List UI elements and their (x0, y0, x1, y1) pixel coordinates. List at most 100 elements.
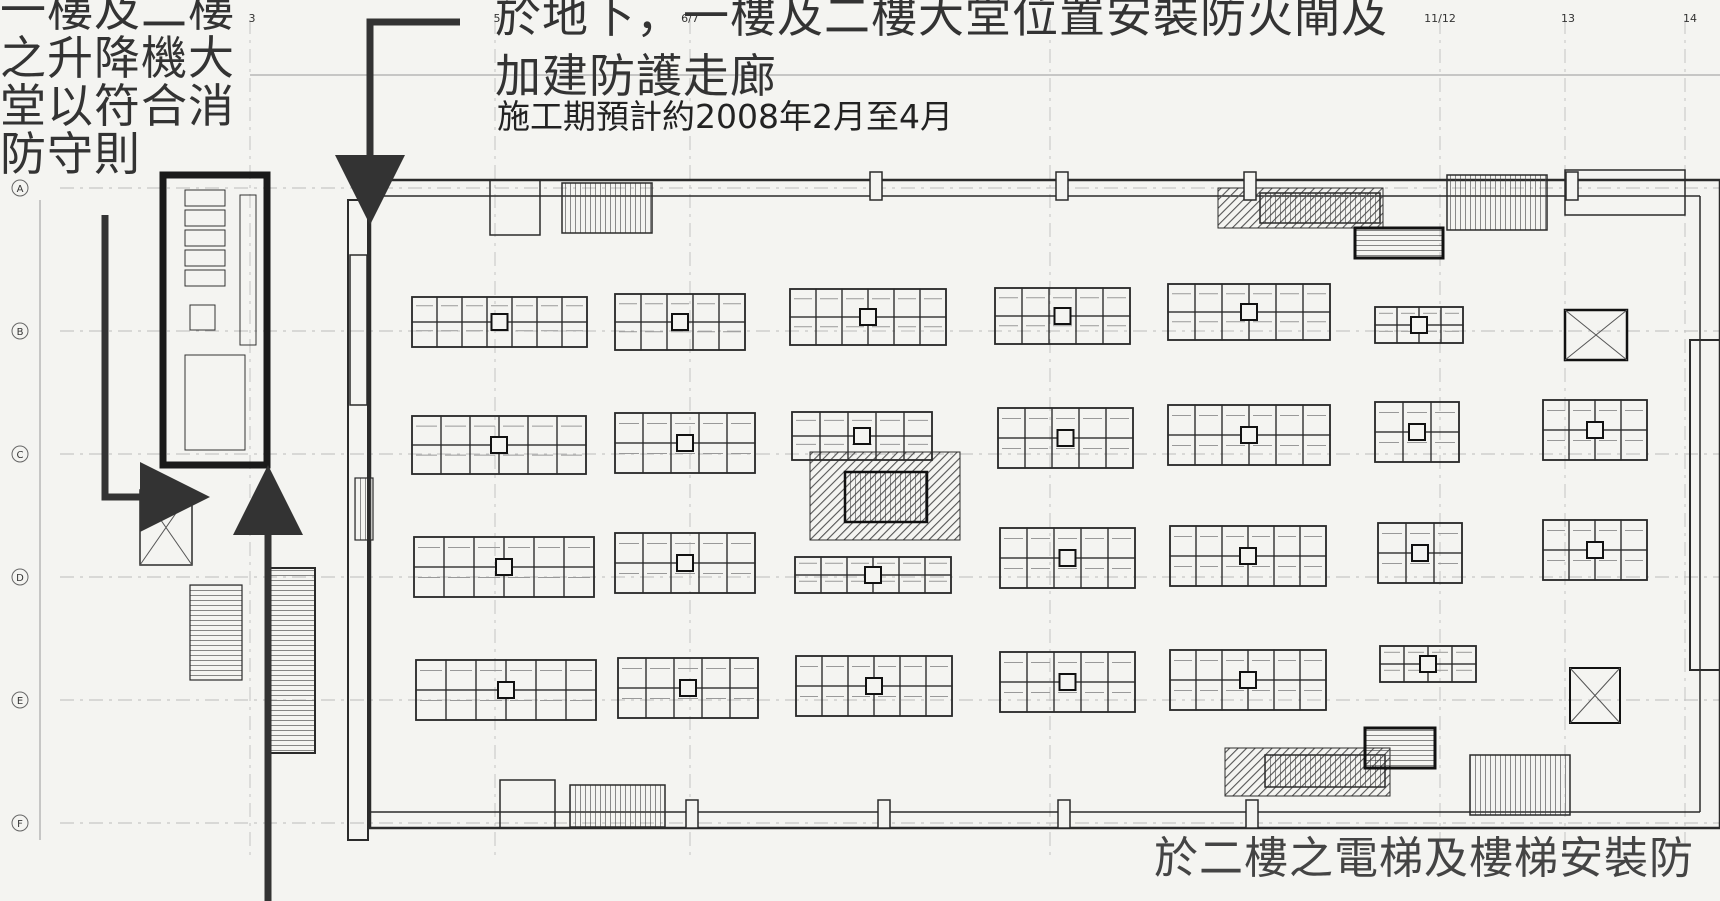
stall-unit (527, 444, 558, 475)
stall-unit (535, 659, 567, 691)
stall-pillar (1586, 541, 1604, 559)
lift-cross (1564, 309, 1628, 361)
stall-block (1542, 399, 1648, 461)
stall-unit (925, 655, 953, 687)
stall-unit (413, 536, 445, 568)
stall-unit (1024, 407, 1053, 439)
column (1245, 799, 1259, 829)
stall-unit (1374, 401, 1404, 433)
stall-unit (1194, 311, 1223, 341)
stall-unit (898, 556, 926, 576)
toilet-room (184, 354, 246, 451)
stall-unit (1167, 434, 1196, 466)
stall-unit (819, 411, 849, 437)
stall-unit (1169, 679, 1197, 711)
stall-unit (997, 437, 1026, 469)
stall-unit (820, 556, 848, 576)
stall-unit (692, 293, 720, 323)
stall-unit (1440, 324, 1464, 344)
stall-unit (556, 415, 587, 446)
stall-pillar (497, 681, 515, 699)
stall-unit (729, 657, 759, 689)
stall-block (1542, 519, 1648, 581)
stall-unit (1078, 437, 1107, 469)
stall-unit (789, 288, 817, 318)
bottom-annotation: 於二樓之電梯及樓梯安裝防 (1154, 833, 1694, 884)
lift-lobby-east (1563, 308, 1629, 362)
stall-unit (820, 574, 848, 594)
stall-unit (617, 687, 647, 719)
stall-unit (511, 296, 538, 323)
corridor-door (349, 254, 368, 406)
stall-unit (614, 562, 644, 594)
stall-unit (794, 556, 822, 576)
stall-unit (1302, 311, 1331, 341)
stall-unit (1169, 525, 1197, 557)
stall-pillar (1410, 316, 1428, 334)
stall-unit (642, 412, 672, 444)
column (1243, 171, 1257, 201)
stall-unit (563, 566, 595, 598)
stall-block (999, 651, 1136, 713)
stall-unit (1078, 407, 1107, 439)
stall-unit (1374, 324, 1398, 344)
stall-block (1374, 401, 1460, 463)
stall-unit (729, 687, 759, 719)
escalator-south-west (569, 784, 666, 828)
stall-unit (919, 288, 947, 318)
stall-unit (899, 655, 927, 687)
stall-unit (698, 412, 728, 444)
stall-block (411, 296, 588, 348)
stall-unit (1195, 649, 1223, 681)
stall-unit (1430, 431, 1460, 463)
stall-unit (698, 442, 728, 474)
switch-room (489, 179, 541, 236)
stall-unit (718, 321, 746, 351)
stall-unit (640, 321, 668, 351)
stall-unit (701, 657, 731, 689)
stall-unit (411, 321, 438, 348)
column (1055, 171, 1069, 201)
stall-unit (1102, 287, 1131, 317)
stall-block (614, 532, 756, 594)
main-hall-outline (368, 178, 1720, 830)
stall-block (614, 293, 746, 351)
stall-unit (411, 415, 442, 446)
stall-pillar (671, 313, 689, 331)
lobby-arrow-left (101, 215, 210, 532)
stall-unit (1377, 552, 1407, 584)
stall-unit (1021, 315, 1050, 345)
grid-column-label: 5 (494, 12, 501, 25)
stall-unit (1075, 315, 1104, 345)
stall-unit (1302, 404, 1331, 436)
staircase (189, 584, 243, 681)
stall-unit (1167, 283, 1196, 313)
stall-pillar (676, 554, 694, 572)
stall-unit (1080, 651, 1109, 683)
east-core-wall (1689, 339, 1720, 671)
stall-unit (565, 689, 597, 721)
stall-unit (440, 444, 471, 475)
stall-unit (1195, 555, 1223, 587)
stall-unit (726, 532, 756, 564)
stall-block (997, 407, 1134, 469)
stall-block (789, 288, 947, 346)
stall-unit (614, 442, 644, 474)
stall-unit (1195, 525, 1223, 557)
stall-unit (645, 657, 675, 689)
grid-row-bubble (11, 568, 29, 586)
stall-unit (1379, 645, 1405, 665)
grid-column-label: 3 (249, 12, 256, 25)
grid-column-label: 13 (1561, 12, 1575, 25)
stall-unit (924, 556, 952, 576)
stall-unit (1275, 311, 1304, 341)
stall-unit (1021, 287, 1050, 317)
stall-block (994, 287, 1131, 345)
stall-unit (1430, 401, 1460, 433)
stall-unit (614, 293, 642, 323)
stall-unit (1433, 522, 1463, 554)
stall-block (1169, 649, 1327, 711)
fire-shutter (354, 477, 374, 541)
stall-unit (1107, 557, 1136, 589)
stall-unit (795, 655, 823, 687)
